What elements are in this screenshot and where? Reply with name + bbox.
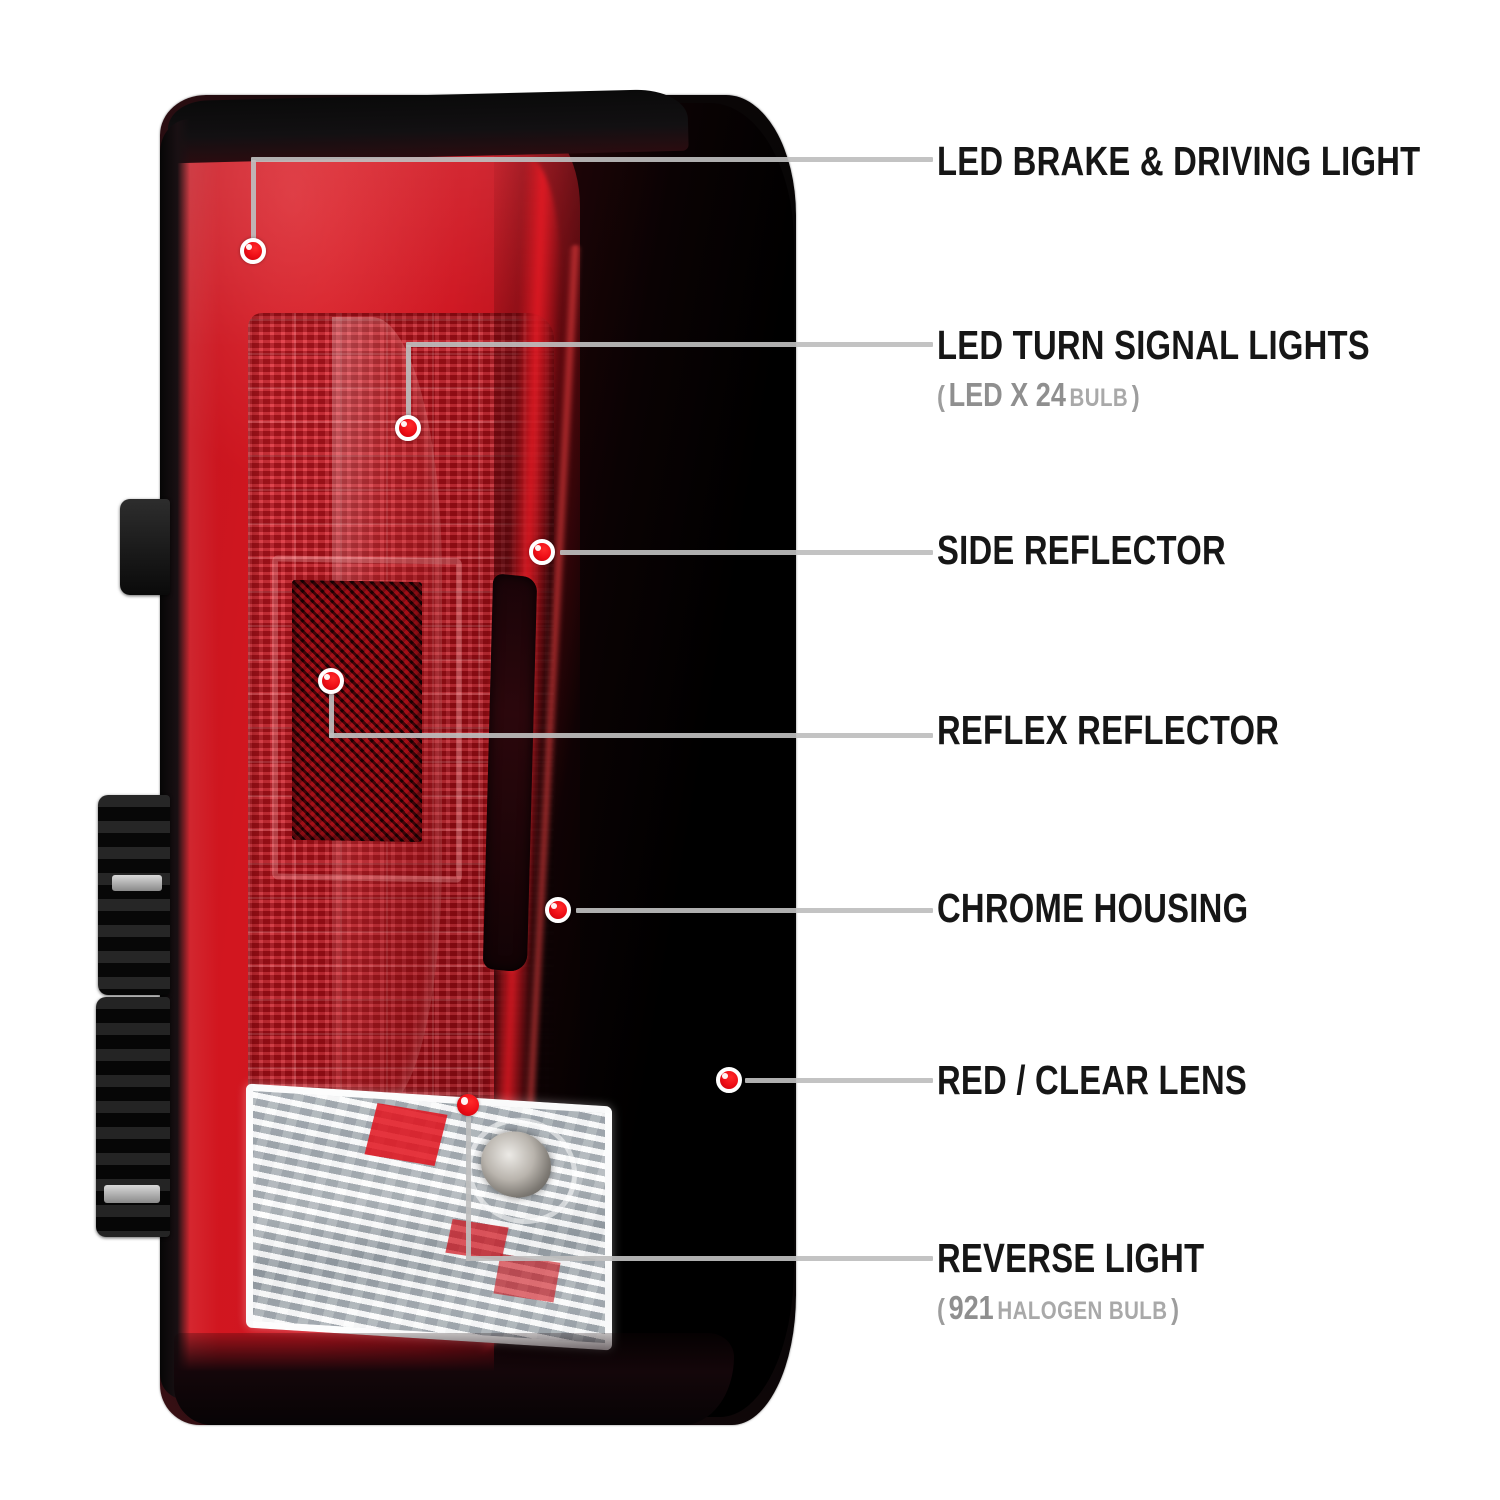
callout-subtitle-open-paren: ( — [937, 381, 945, 413]
leader-line-reflex-reflector — [329, 733, 933, 738]
callout-dot-reflex-reflector[interactable] — [318, 668, 344, 694]
reflex-reflector-panel — [292, 579, 422, 843]
callout-label-led-turn-signal-lights: LED TURN SIGNAL LIGHTS ( LED X 24 BULB ) — [937, 325, 1478, 414]
housing-top-edge — [167, 88, 689, 164]
callout-label-reverse-light: REVERSE LIGHT ( 921 HALOGEN BULB ) — [937, 1238, 1271, 1327]
callout-title: SIDE REFLECTOR — [937, 527, 1226, 573]
callout-title: REFLEX REFLECTOR — [937, 707, 1280, 753]
callout-label-led-brake-driving-light: LED BRAKE & DRIVING LIGHT — [937, 141, 1500, 182]
leader-line-side-reflector — [560, 550, 933, 555]
callout-subtitle: ( 921 HALOGEN BULB ) — [937, 1289, 1211, 1327]
callout-dot-led-turn-signal-lights[interactable] — [395, 415, 421, 441]
leader-line-led-turn-signal-lights — [406, 342, 933, 347]
callout-dot-red-clear-lens[interactable] — [716, 1067, 742, 1093]
callout-title: CHROME HOUSING — [937, 885, 1249, 931]
mounting-tab-slot — [104, 1185, 160, 1203]
callout-subtitle-value: LED X 24 — [948, 376, 1066, 413]
housing-bottom-edge — [174, 1333, 734, 1425]
callout-label-side-reflector: SIDE REFLECTOR — [937, 530, 1298, 571]
callout-label-red-clear-lens: RED / CLEAR LENS — [937, 1060, 1325, 1101]
callout-subtitle-close-paren: ) — [1131, 381, 1140, 413]
reverse-light-window — [246, 1083, 612, 1351]
callout-subtitle-close-paren: ) — [1171, 1294, 1180, 1326]
leader-line-chrome-housing — [576, 908, 933, 913]
leader-line-reverse-light — [466, 1116, 471, 1261]
callout-subtitle-open-paren: ( — [937, 1294, 945, 1326]
callout-subtitle-unit: BULB — [1069, 384, 1129, 412]
leader-line-reverse-light — [466, 1256, 933, 1261]
leader-line-led-brake-driving-light — [251, 160, 256, 255]
callout-dot-led-brake-driving-light[interactable] — [240, 238, 266, 264]
callout-dot-side-reflector[interactable] — [529, 539, 555, 565]
leader-line-red-clear-lens — [745, 1078, 933, 1083]
callout-dot-reverse-light[interactable] — [457, 1094, 479, 1116]
tail-light-assembly — [96, 88, 796, 1425]
callout-title: LED BRAKE & DRIVING LIGHT — [937, 138, 1421, 184]
callout-dot-chrome-housing[interactable] — [545, 897, 571, 923]
mounting-tab-upper — [120, 499, 170, 595]
callout-title: REVERSE LIGHT — [937, 1235, 1205, 1281]
callout-label-chrome-housing: CHROME HOUSING — [937, 888, 1326, 929]
callout-title: RED / CLEAR LENS — [937, 1057, 1247, 1103]
mounting-tab-slot — [112, 875, 162, 891]
callout-label-reflex-reflector: REFLEX REFLECTOR — [937, 710, 1365, 751]
leader-line-reflex-reflector — [329, 694, 334, 738]
leader-line-led-turn-signal-lights — [406, 345, 411, 431]
mounting-tab-middle — [98, 795, 170, 995]
callout-subtitle: ( LED X 24 BULB ) — [937, 376, 1381, 414]
callout-subtitle-value: 921 — [948, 1289, 994, 1326]
callout-title: LED TURN SIGNAL LIGHTS — [937, 322, 1370, 368]
callout-subtitle-unit: HALOGEN BULB — [997, 1297, 1168, 1325]
leader-line-led-brake-driving-light — [251, 157, 933, 162]
